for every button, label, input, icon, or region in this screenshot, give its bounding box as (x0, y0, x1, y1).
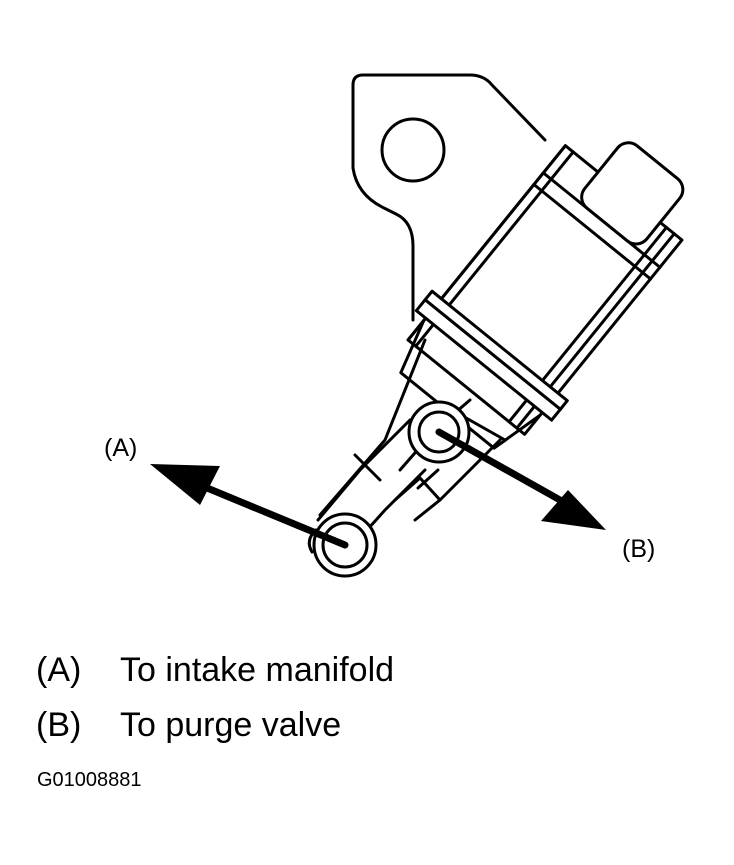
legend-key: (A) (36, 651, 82, 689)
legend-text: To intake manifold (120, 651, 395, 689)
bracket-bolt-hole (380, 117, 446, 183)
mounting-bracket (351, 73, 547, 322)
legend-item-a: (A) To intake manifold (36, 653, 394, 687)
legend-text: To purge valve (120, 706, 342, 744)
port-b-inner (417, 410, 461, 454)
valve-body (399, 141, 685, 450)
valve-cap (580, 141, 685, 246)
lower-housing (318, 338, 507, 522)
legend-key: (B) (36, 706, 82, 744)
figure-id: G01008881 (37, 769, 142, 791)
legend-item-b: (B) To purge valve (36, 708, 341, 742)
callout-a-label: (A) (104, 434, 138, 462)
port-a-inner (321, 521, 369, 569)
arrow-b (435, 428, 606, 530)
callout-b-label: (B) (622, 535, 656, 563)
arrow-a (150, 464, 349, 549)
component-diagram (150, 73, 685, 578)
